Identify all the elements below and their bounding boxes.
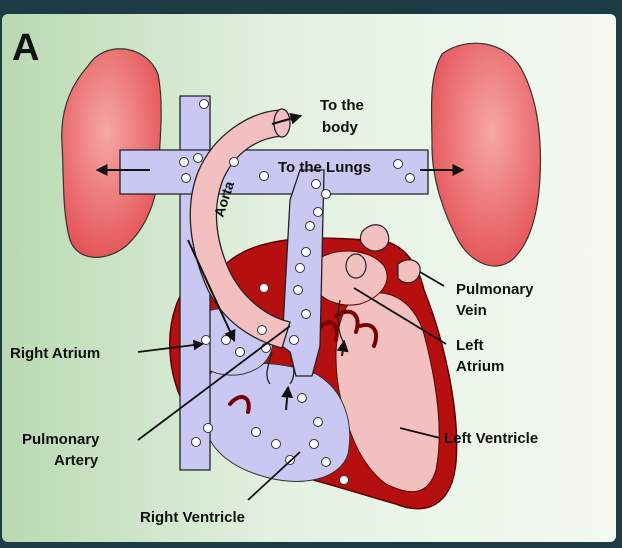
label-right-atrium: Right Atrium: [10, 345, 100, 362]
label-to-the-lungs: To the Lungs: [278, 159, 371, 176]
label-left-ventricle: Left Ventricle: [444, 430, 538, 447]
label-right-ventricle: Right Ventricle: [140, 509, 245, 526]
label-pulmonary-artery-1: Pulmonary: [22, 431, 100, 448]
pulmonary-branches: [120, 150, 428, 194]
panel-letter: A: [12, 27, 39, 69]
label-left-atrium-2: Atrium: [456, 358, 504, 375]
label-left-atrium-1: Left: [456, 337, 484, 354]
pulmonary-vein-stub-right: [398, 260, 420, 283]
pulmonary-vein-stub-top: [360, 225, 388, 251]
label-pulmonary-vein-2: Vein: [456, 302, 487, 319]
label-pulmonary-vein-1: Pulmonary: [456, 281, 534, 298]
pulmonary-vein-opening: [346, 254, 366, 278]
label-pulmonary-artery-2: Artery: [54, 452, 99, 469]
label-to-the-body-1: To the: [320, 97, 364, 114]
label-to-the-body-2: body: [322, 119, 358, 136]
